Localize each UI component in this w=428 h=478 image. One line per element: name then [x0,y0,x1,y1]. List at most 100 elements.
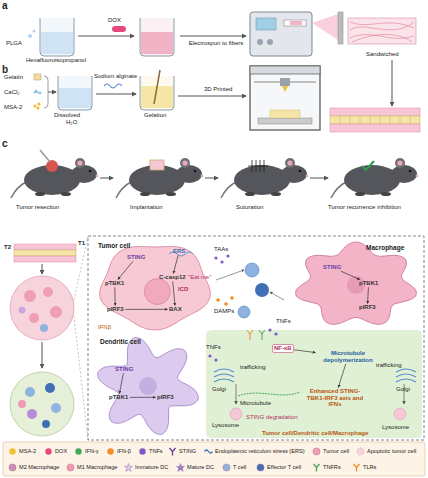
electrospinning-machine [256,18,276,30]
legend-text: IFN-γ [85,448,99,454]
node-text: BAX [169,306,182,313]
pathway-box: pTBK1 [358,280,379,287]
legend-icon [168,447,177,456]
pathway-box: pIRF3 [106,306,125,313]
macrophage-cell: MacrophageSTINGpTBK1pIRF3 [292,240,420,330]
legend-text: Endoplasmic reticulum stress (ERS) [215,448,305,454]
ligand-dots [220,260,223,263]
ingredient-icons [33,74,42,110]
beaker [140,18,174,56]
sandwich-scaffold [330,116,420,124]
bracket [44,76,48,108]
legend-item: Effector T cell [256,463,301,472]
legend-item: Immature DC [124,463,168,472]
annotation-label: trafficking [240,364,266,371]
pathway-arrow [119,373,123,393]
process-arrow [205,178,218,179]
immune-tissue [51,403,61,413]
fiber-mat [350,22,414,42]
legend-text: T cell [233,464,246,470]
tumor-site [46,160,58,172]
legend-text: Apoptotic tumor cell [367,448,416,454]
legend-swatch [74,447,83,456]
legend-icon [312,447,321,456]
legend-icon [256,463,265,472]
annotation-label: DAMPs [214,308,234,315]
mouse-model [116,158,203,198]
electrospinning-machine [250,12,343,56]
tumor-tissue [29,313,39,323]
annotation-label: MSA-2 [4,104,22,111]
3d-printer [250,66,320,130]
pathway-arrow [294,350,315,353]
tumor-cell: Tumor cellSTINGERSpTBK1C-casp12pIRF3BAX [96,240,214,332]
beaker [28,18,74,56]
annotation-label: DOX [108,17,121,24]
nucleus [139,377,157,395]
legend-text: TNFs [149,448,163,454]
legend-text: STING [179,448,196,454]
legend-icon [176,463,185,472]
annotation-label: T1 [78,240,85,247]
annotation-label: TAAs [214,246,228,253]
immune-tissue [42,420,50,428]
tumor-tissue [10,276,74,340]
annotation-label: Electrospun to fibers [188,40,244,47]
sandwich-scaffold [330,108,420,132]
electrospinning-machine [290,21,302,25]
process-arrow [48,92,56,93]
beaker [141,32,173,54]
ligand-dots [224,302,228,306]
legend-icon [204,447,213,456]
scaffold-layers [14,250,76,256]
cell-outline [94,334,202,438]
legend-swatch [107,448,113,454]
beaker [41,32,73,54]
legend-icon [357,448,364,455]
annotation-label: ICD [178,286,188,293]
golgi [214,369,234,382]
3d-printer [270,110,300,118]
node-text: Enhanced STING-TBK1-IRF3 axis and IFNs [301,388,369,408]
mechanism-region [206,330,422,438]
receptor [247,330,253,340]
legend-item: TNFRs [312,463,341,472]
outcome-box: Enhanced STING-TBK1-IRF3 axis and IFNs [300,388,370,408]
implant-patch [150,160,164,170]
tumor-tissue [19,307,26,314]
annotation-label: Sodium alginate [94,73,137,80]
t-cell [238,263,269,318]
pathway-box: NF-κB [272,344,294,353]
legend-text: Effector T cell [267,464,301,470]
beaker [154,70,160,104]
legend-item: Endoplasmic reticulum stress (ERS) [204,447,305,456]
pathway-box: ERS [172,248,186,255]
beaker [40,18,74,56]
receptor [247,330,265,340]
annotation-label: PLGA [6,40,22,47]
process-arrow [310,178,328,179]
fiber-mat [348,18,416,44]
beaker [32,29,35,32]
process-arrow [216,270,244,280]
process-arrow [42,342,43,368]
sandwich-scaffold [330,124,420,132]
process-arrow [236,384,237,404]
legend-icon [9,464,16,471]
process-arrow [178,96,246,97]
node-text: pIRF3 [157,394,174,401]
legend-item: DOX [44,447,67,456]
tumor-tissue [50,306,62,318]
pathway-arrow [341,271,360,279]
3d-printer [250,66,320,130]
pathway-box: STING [322,264,342,271]
node-text: pTBK1 [359,280,378,287]
ingredient-icons [37,102,40,105]
beaker [28,34,32,38]
annotation-label: Golgi [212,386,226,393]
cell-membrane [296,242,417,324]
legend-swatch [106,447,115,456]
annotation-label: Tumor resection [16,204,59,211]
ligand-dots [230,296,234,300]
